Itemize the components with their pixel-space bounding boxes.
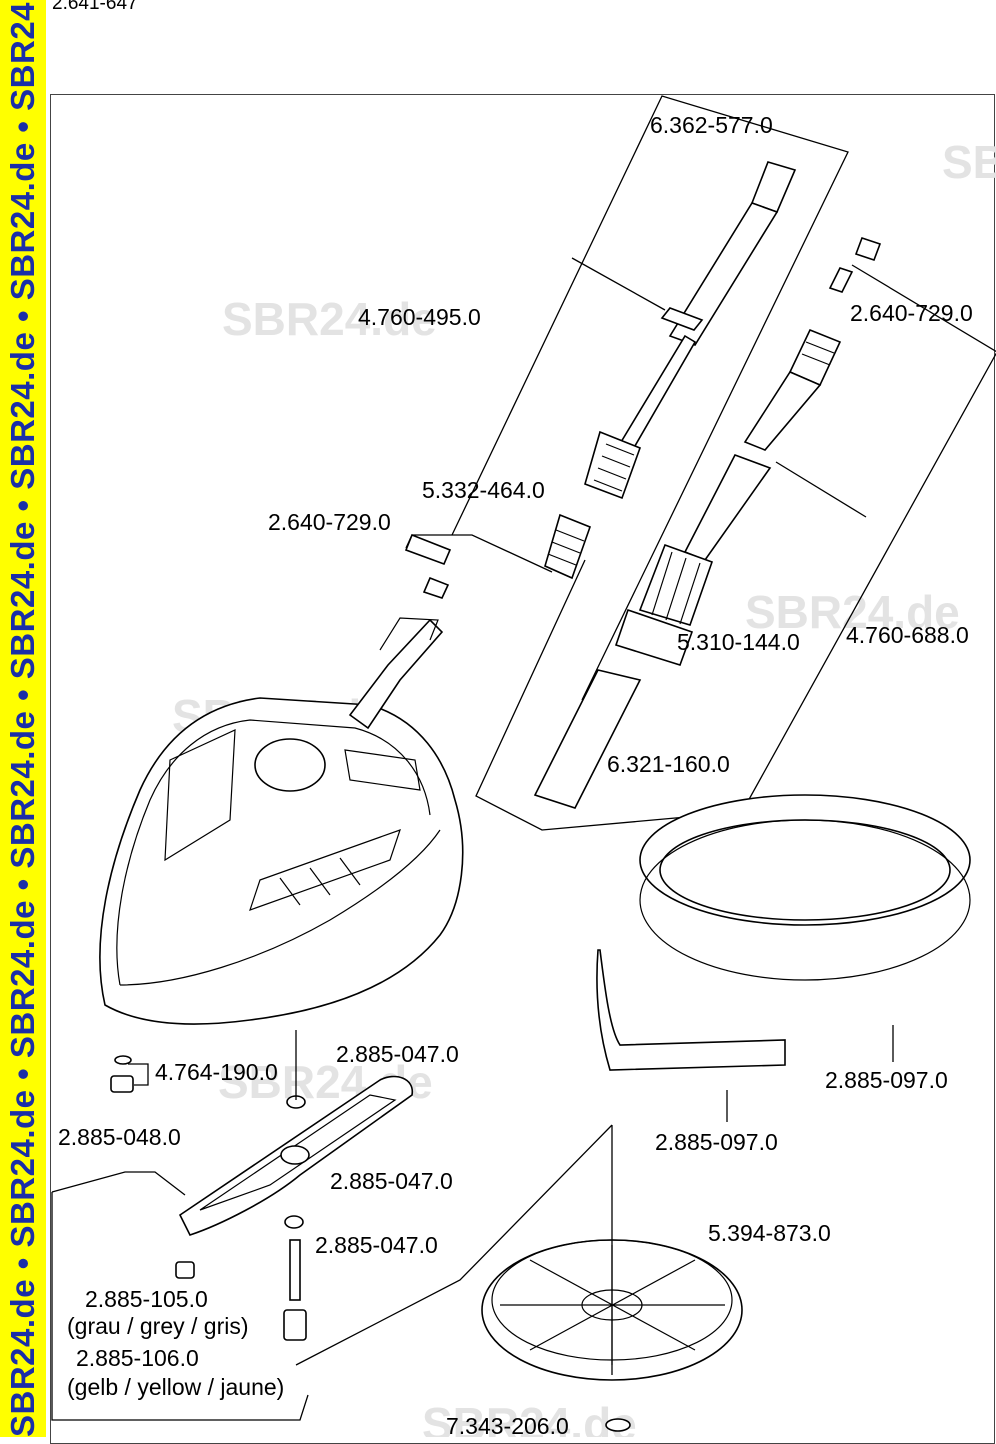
rotor-arm: [51, 1030, 613, 1421]
watermark: SBR24.de: [422, 1398, 637, 1437]
part-label: 5.394-873.0: [708, 1220, 831, 1246]
part-label: 2.885-106.0: [76, 1345, 199, 1371]
part-label: 2.640-729.0: [268, 509, 391, 535]
sidebar-watermark-strip: SBR24.de • SBR24.de • SBR24.de • SBR24.d…: [0, 0, 46, 1437]
lance-upper: [544, 161, 797, 580]
brush-ring: [596, 794, 971, 1122]
part-label: 2.885-047.0: [336, 1041, 459, 1067]
part-label: 2.885-047.0: [315, 1232, 438, 1258]
lance-group-outline: [451, 95, 996, 831]
part-label: 5.332-464.0: [422, 477, 545, 503]
part-label: 2.885-097.0: [655, 1129, 778, 1155]
part-label: 4.764-190.0: [155, 1059, 278, 1085]
document-id: 2.641-647: [52, 0, 138, 14]
part-label: 7.343-206.0: [446, 1413, 569, 1437]
watermark: SBR24.de: [222, 293, 437, 345]
plug-part: [110, 1055, 149, 1093]
part-label: 2.885-048.0: [58, 1124, 181, 1150]
part-label: (grau / grey / gris): [67, 1313, 249, 1339]
part-label: (gelb / yellow / jaune): [67, 1374, 284, 1400]
connector-left: [404, 533, 553, 599]
surface-cleaner-housing: [99, 617, 464, 1025]
lance-lower: [614, 236, 882, 666]
part-label: 6.362-577.0: [650, 112, 773, 138]
foil-part: [533, 669, 642, 809]
filter-disc: [481, 1125, 743, 1432]
part-label: 2.885-047.0: [330, 1168, 453, 1194]
part-label: 2.885-105.0: [85, 1286, 208, 1312]
part-label: 6.321-160.0: [607, 751, 730, 777]
part-label: 2.885-097.0: [825, 1067, 948, 1093]
part-label: 4.760-495.0: [358, 304, 481, 330]
part-label: 4.760-688.0: [846, 622, 969, 648]
part-label: 2.640-729.0: [850, 300, 973, 326]
part-label: 5.310-144.0: [677, 629, 800, 655]
watermark: SBR24.de: [942, 136, 996, 188]
